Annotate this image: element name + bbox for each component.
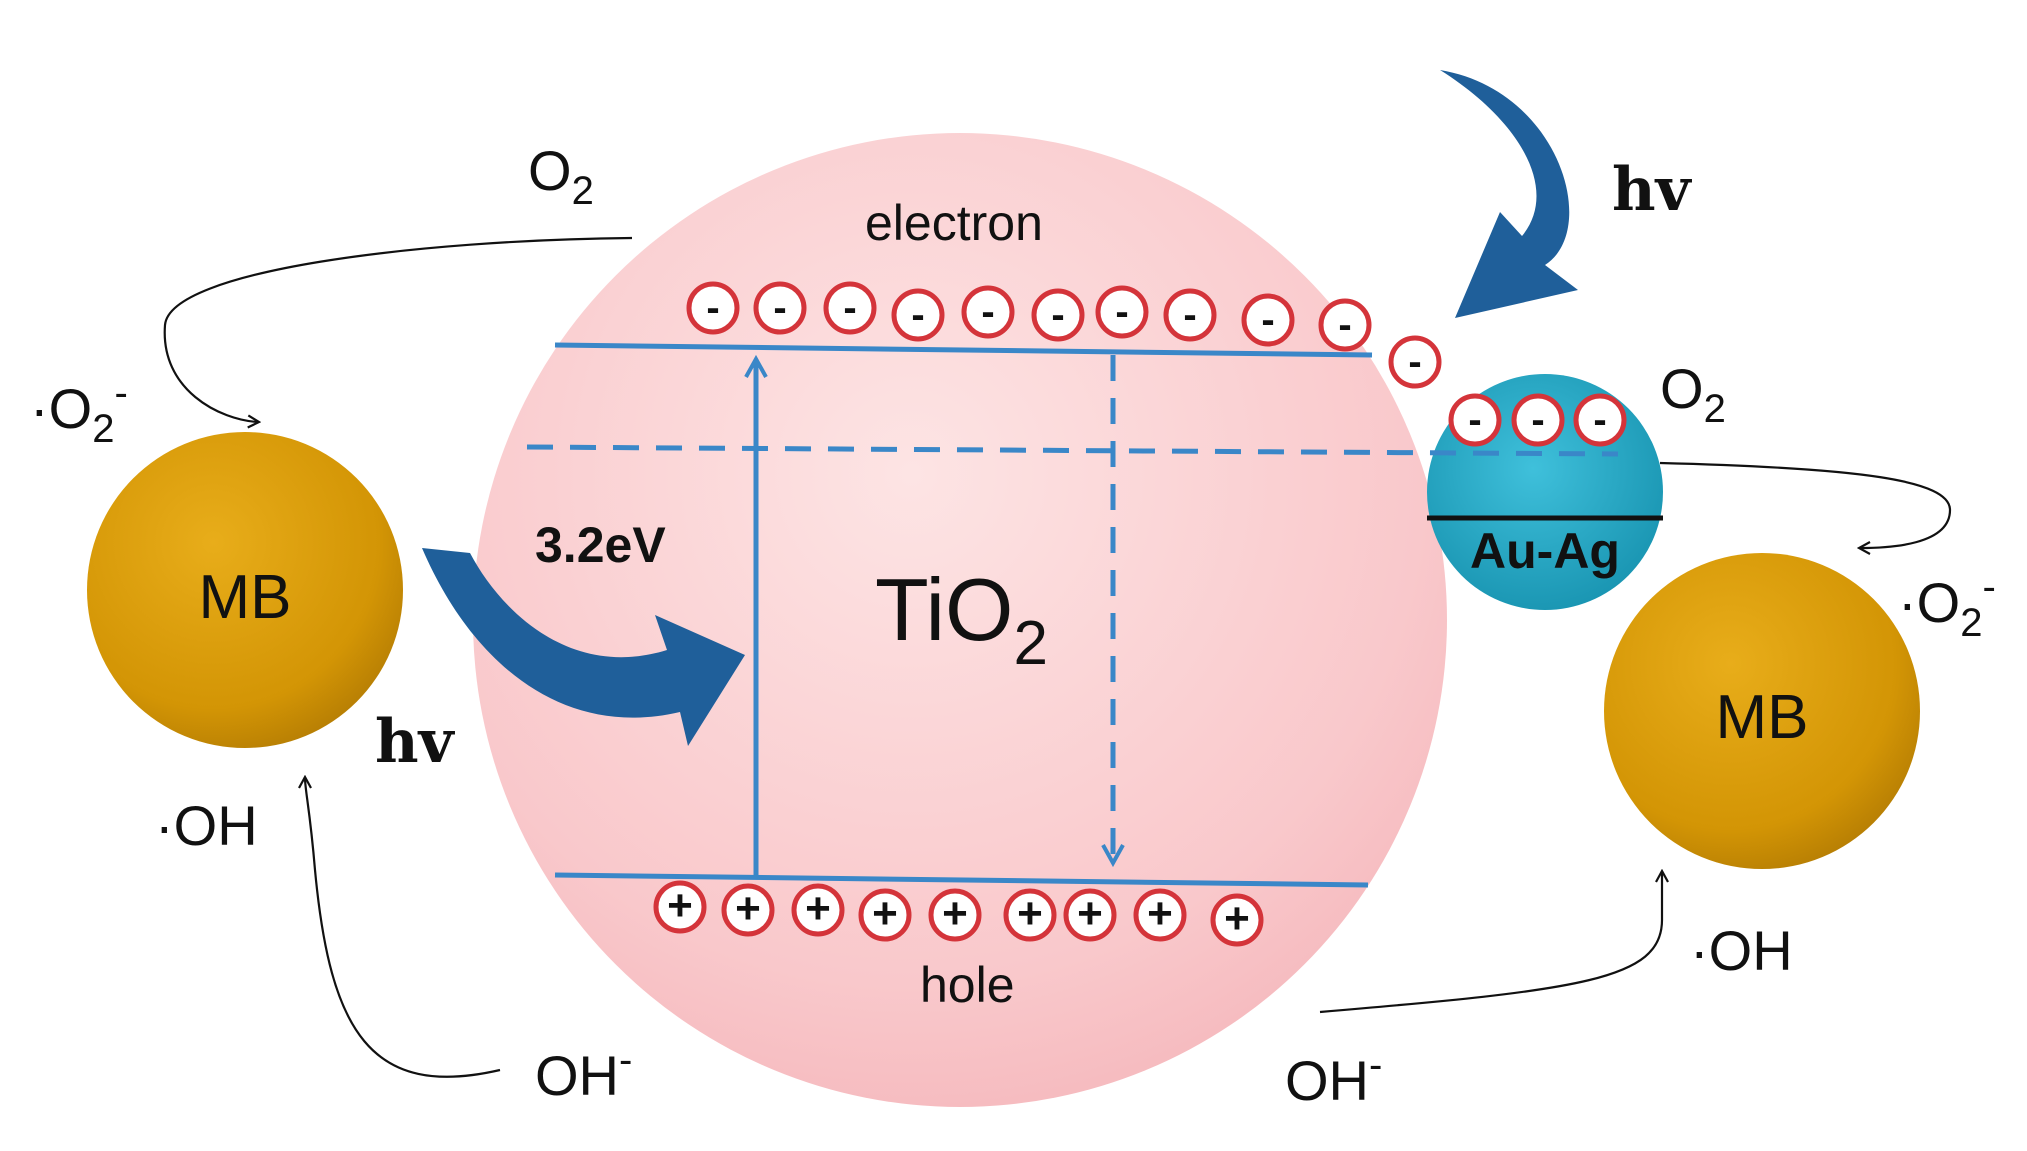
hole-7: + <box>1063 888 1117 942</box>
hv-arrow-top <box>1440 70 1578 318</box>
svg-text:-: - <box>843 286 856 330</box>
svg-text:-: - <box>1051 293 1064 337</box>
svg-text:-: - <box>1593 398 1606 442</box>
svg-text:-: - <box>1183 293 1196 337</box>
electron-14: - <box>1573 393 1627 447</box>
hole-6: + <box>1003 888 1057 942</box>
electron-3: - <box>823 281 877 335</box>
label-hole: hole <box>920 957 1015 1013</box>
label-superoxide-left: ·O2- <box>30 371 128 451</box>
hole-1: + <box>653 880 707 934</box>
label-mb-left: MB <box>199 563 292 632</box>
electron-8: - <box>1163 288 1217 342</box>
valence-band <box>554 872 1369 888</box>
hole-group: + + + + + + + + + <box>653 880 1264 947</box>
electron-5: - <box>961 285 1015 339</box>
svg-text:-: - <box>706 286 719 330</box>
hole-8: + <box>1133 888 1187 942</box>
mb-sphere-right <box>1604 553 1920 869</box>
hole-4: + <box>858 888 912 942</box>
electron-4: - <box>891 288 945 342</box>
label-hv-top: hv <box>1612 155 1693 225</box>
svg-text:-: - <box>773 286 786 330</box>
svg-text:-: - <box>1115 290 1128 334</box>
svg-text:+: + <box>735 884 761 933</box>
svg-text:+: + <box>667 881 693 930</box>
o2-to-superoxide-arrow-right <box>1659 461 1952 548</box>
mb-sphere-left <box>87 432 403 748</box>
label-oh-radical-left: ·OH <box>155 794 258 857</box>
electron-11: - <box>1388 335 1442 389</box>
svg-text:-: - <box>1531 398 1544 442</box>
electron-13: - <box>1511 393 1565 447</box>
label-oh-radical-right: ·OH <box>1690 919 1793 982</box>
svg-text:+: + <box>1224 894 1250 943</box>
conduction-band <box>554 342 1373 358</box>
oh-minus-to-radical-arrow-right <box>1319 872 1662 1014</box>
hole-5: + <box>928 888 982 942</box>
fermi-level-dashed <box>526 444 1619 457</box>
svg-text:-: - <box>1261 298 1274 342</box>
electron-12: - <box>1448 393 1502 447</box>
label-band-gap: 3.2eV <box>535 517 666 573</box>
svg-text:-: - <box>1338 303 1351 347</box>
electron-7: - <box>1095 285 1149 339</box>
oh-minus-to-radical-arrow-left <box>305 778 501 1078</box>
svg-text:+: + <box>1077 889 1103 938</box>
o2-to-superoxide-arrow-left <box>163 236 633 422</box>
electron-10: - <box>1318 298 1372 352</box>
svg-text:-: - <box>911 293 924 337</box>
label-tio2: TiO2 <box>875 560 1048 678</box>
label-o2-right: O2 <box>1660 357 1726 431</box>
label-oh-minus-left: OH- <box>535 1038 632 1107</box>
svg-text:+: + <box>1147 889 1173 938</box>
electron-group: - - - - - - - - - - - - - - <box>686 281 1627 447</box>
label-au-ag: Au-Ag <box>1470 523 1620 579</box>
label-hv-left: hv <box>375 707 456 777</box>
svg-text:+: + <box>942 889 968 938</box>
svg-text:-: - <box>1468 398 1481 442</box>
hole-3: + <box>791 883 845 937</box>
tio2-particle <box>473 133 1447 1107</box>
electron-6: - <box>1031 288 1085 342</box>
label-electron: electron <box>865 195 1043 251</box>
label-mb-right: MB <box>1716 683 1809 752</box>
svg-text:+: + <box>805 884 831 933</box>
svg-text:+: + <box>1017 889 1043 938</box>
hole-9: + <box>1210 893 1264 947</box>
electron-1: - <box>686 281 740 335</box>
svg-text:+: + <box>872 889 898 938</box>
electron-9: - <box>1241 293 1295 347</box>
svg-text:-: - <box>981 290 994 334</box>
electron-2: - <box>753 281 807 335</box>
hole-2: + <box>721 883 775 937</box>
hv-arrow-left <box>422 548 745 746</box>
label-o2-left: O2 <box>528 139 594 213</box>
label-superoxide-right: ·O2- <box>1898 565 1996 645</box>
label-oh-minus-right: OH- <box>1285 1043 1382 1112</box>
svg-text:-: - <box>1408 340 1421 384</box>
